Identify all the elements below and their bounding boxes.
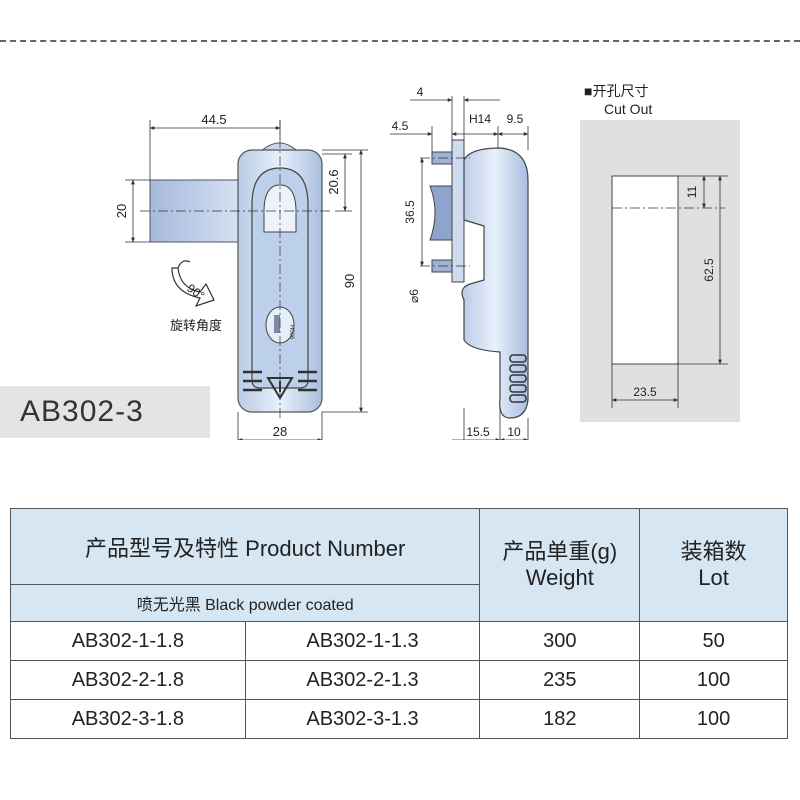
table-row: AB302-1-1.8 AB302-1-1.3 300 50 xyxy=(10,621,788,661)
front-grip-ribs xyxy=(243,370,317,392)
header-weight: 产品单重(g) Weight xyxy=(479,508,641,622)
spec-table: 产品型号及特性 Product Number 产品单重(g) Weight 装箱… xyxy=(9,508,788,739)
cell-lot: 50 xyxy=(639,621,788,661)
cell-model-a: AB302-3-1.8 xyxy=(10,699,246,739)
front-handle-loop xyxy=(263,184,297,233)
cutout-hole xyxy=(611,175,679,365)
header-lot-cn: 装箱数 xyxy=(680,539,747,564)
rotation-caption: 旋转角度 xyxy=(170,318,222,333)
top-dashed-divider xyxy=(0,40,800,42)
header-finish: 喷无光黑 Black powder coated xyxy=(9,584,481,622)
dim-9-5: 9.5 xyxy=(507,112,524,126)
cell-weight: 182 xyxy=(479,699,641,739)
dim-44-5: 44.5 xyxy=(201,112,226,127)
front-view: H006 xyxy=(114,112,368,440)
dim-h14: H14 xyxy=(469,112,491,126)
front-key-text: H006 xyxy=(288,325,294,340)
cutout-title-cn: ■开孔尺寸 xyxy=(584,83,648,99)
model-label: AB302-3 xyxy=(0,386,210,438)
table-row: AB302-2-1.8 AB302-2-1.3 235 100 xyxy=(10,660,788,700)
cutout-view: ■开孔尺寸 Cut Out 11 62.5 23.5 xyxy=(580,83,740,422)
side-view: 4 4.5 H14 9.5 36.5 ⌀6 15.5 10 xyxy=(390,85,529,440)
dim-90: 90 xyxy=(342,274,357,288)
dim-28: 28 xyxy=(273,424,287,439)
cell-lot: 100 xyxy=(639,699,788,739)
cell-model-a: AB302-2-1.8 xyxy=(10,660,246,700)
dim-10: 10 xyxy=(507,425,521,439)
dim-36-5: 36.5 xyxy=(403,200,417,224)
header-weight-cn: 产品单重(g) xyxy=(502,539,618,564)
cell-model-a: AB302-1-1.8 xyxy=(10,621,246,661)
side-panel-plate xyxy=(451,139,465,283)
cutout-title-en: Cut Out xyxy=(604,101,652,117)
dim-20-6: 20.6 xyxy=(326,169,341,194)
table-row: AB302-3-1.8 AB302-3-1.3 182 100 xyxy=(10,699,788,739)
technical-drawing: H006 xyxy=(114,83,740,440)
header-lot: 装箱数 Lot xyxy=(639,508,788,622)
dim-11: 11 xyxy=(685,185,699,198)
header-product-number: 产品型号及特性 Product Number xyxy=(9,508,481,585)
cell-model-b: AB302-3-1.3 xyxy=(244,699,481,739)
side-cam xyxy=(429,185,453,241)
dim-4: 4 xyxy=(417,85,424,99)
cell-model-b: AB302-2-1.3 xyxy=(244,660,481,700)
side-grip-ridges xyxy=(509,354,527,403)
side-handle-profile xyxy=(461,147,529,419)
header-weight-en: Weight xyxy=(525,565,594,590)
cell-weight: 300 xyxy=(479,621,641,661)
rotation-arrow-icon xyxy=(171,260,215,308)
dim-4-5: 4.5 xyxy=(392,119,409,133)
dim-23-5: 23.5 xyxy=(633,385,657,399)
dim-15-5: 15.5 xyxy=(466,425,490,439)
header-lot-en: Lot xyxy=(698,565,729,590)
cell-lot: 100 xyxy=(639,660,788,700)
cell-model-b: AB302-1-1.3 xyxy=(244,621,481,661)
cell-weight: 235 xyxy=(479,660,641,700)
dim-62-5: 62.5 xyxy=(702,258,716,282)
dim-20: 20 xyxy=(114,204,129,218)
dim-diameter-6: ⌀6 xyxy=(407,289,421,303)
front-key-slot xyxy=(274,315,280,333)
